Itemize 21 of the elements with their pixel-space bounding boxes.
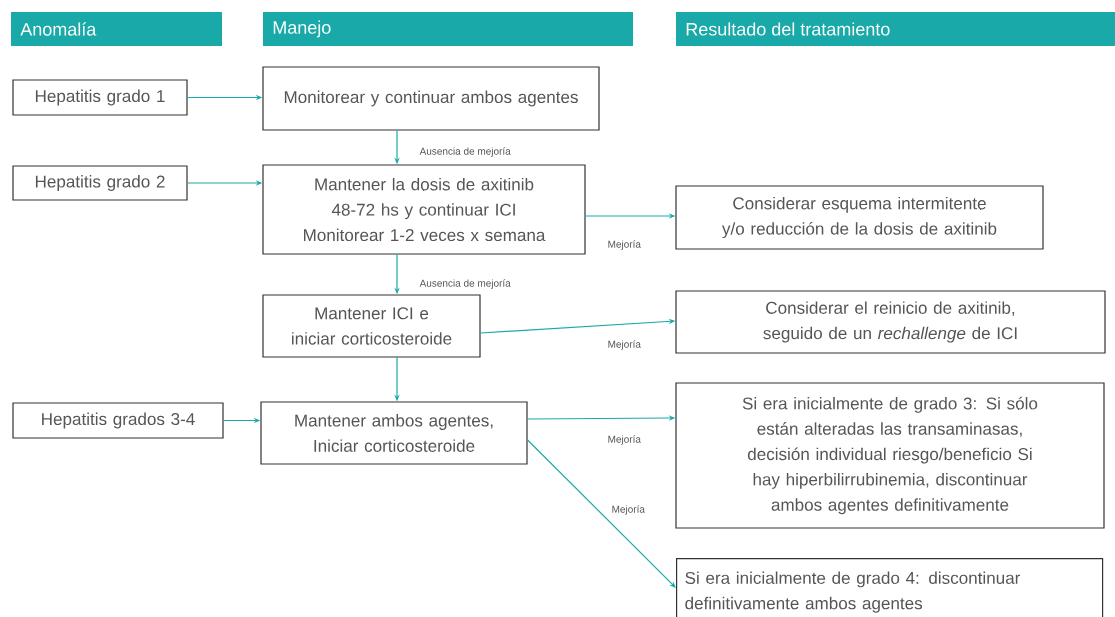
- column-header: Anomalía: [11, 12, 222, 46]
- edge-label: Ausencia de mejoría: [418, 145, 513, 159]
- condition-box: Hepatitis grados 3-4: [12, 402, 224, 439]
- process-box: Monitorear y continuar ambos agentes: [262, 66, 600, 131]
- condition-box: Hepatitis grado 1: [12, 79, 188, 116]
- process-box: Mantener ICI e iniciar corticosteroide: [262, 294, 481, 358]
- outcome-box: Considerar el reinicio de axitinib, seguido de un rechallenge de ICI: [675, 290, 1106, 354]
- edge-label: Mejoría: [606, 238, 643, 252]
- column-header: Resultado del tratamiento: [676, 12, 1115, 46]
- process-box: Mantener la dosis de axitinib 48-72 hs y continuar ICI Monitorear 1-2 veces x semana: [262, 164, 586, 255]
- outcome-box: Si era inicialmente de grado 3: Si sólo están alteradas las transaminasas, decisión individual riesgo/beneficio Si hay hiperbilirrubinemia, discontinuar ambos agentes definitivamente: [675, 382, 1105, 529]
- edge-label: Mejoría: [606, 433, 643, 447]
- outcome-box: Si era inicialmente de grado 4: discontinuar definitivamente ambos agentes: [676, 558, 1104, 617]
- outcome-box: Considerar esquema intermitente y/o reducción de la dosis de axitinib: [675, 185, 1044, 250]
- edge-label: Ausencia de mejoría: [418, 277, 513, 291]
- edge-label: Mejoría: [606, 338, 643, 352]
- edge-label: Mejoría: [610, 503, 647, 517]
- process-box: Mantener ambos agentes, Iniciar corticosteroide: [260, 401, 528, 465]
- arrow: [527, 439, 676, 588]
- column-header: Manejo: [263, 12, 633, 46]
- condition-box: Hepatitis grado 2: [12, 165, 188, 201]
